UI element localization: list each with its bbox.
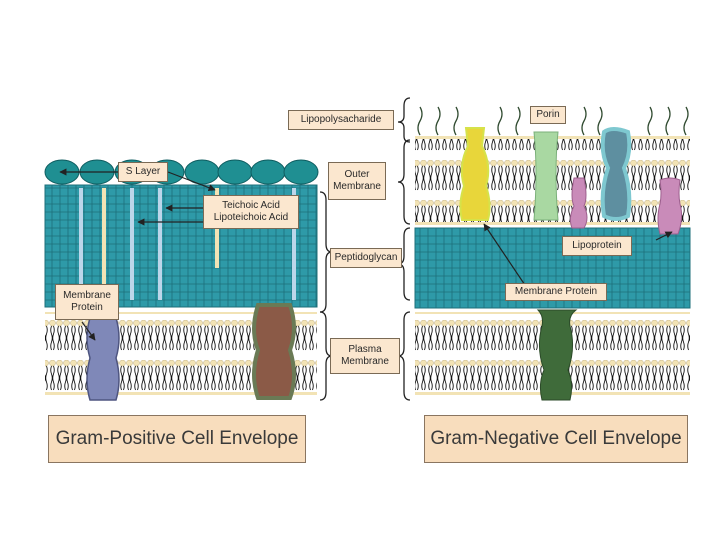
- gram-negative-panel: [414, 106, 691, 401]
- outer-protein-blue-shape: [600, 127, 632, 221]
- lipopolysaccharide-label: Lipopolysacharide: [288, 110, 394, 130]
- membrane-protein-green-shape: [536, 309, 578, 401]
- lipoprotein-label: Lipoprotein: [562, 236, 632, 256]
- membrane-protein-brown-shape: [252, 303, 296, 400]
- teichoic-acid-label: Teichoic Acid Lipoteichoic Acid: [203, 195, 299, 229]
- lipoprotein-small-shape: [569, 177, 588, 229]
- membrane-protein-right-label: Membrane Protein: [505, 283, 607, 301]
- plasma-membrane-label: Plasma Membrane: [330, 338, 400, 374]
- porin-yellow-shape: [459, 127, 491, 221]
- lipoprotein-large-shape: [657, 177, 683, 235]
- porin-green-shape: [533, 131, 559, 221]
- membrane-protein-left-label: Membrane Protein: [55, 284, 119, 320]
- outer-membrane-label: Outer Membrane: [328, 162, 386, 200]
- s-layer-label: S Layer: [118, 162, 168, 182]
- membrane-protein-left-shape: [86, 317, 120, 401]
- peptidoglycan-label: Peptidoglycan: [330, 248, 402, 268]
- lipopolysaccharide-chains: [417, 106, 689, 136]
- gram-positive-title: Gram-Positive Cell Envelope: [48, 415, 306, 463]
- gram-negative-title: Gram-Negative Cell Envelope: [424, 415, 688, 463]
- porin-label: Porin: [530, 106, 566, 124]
